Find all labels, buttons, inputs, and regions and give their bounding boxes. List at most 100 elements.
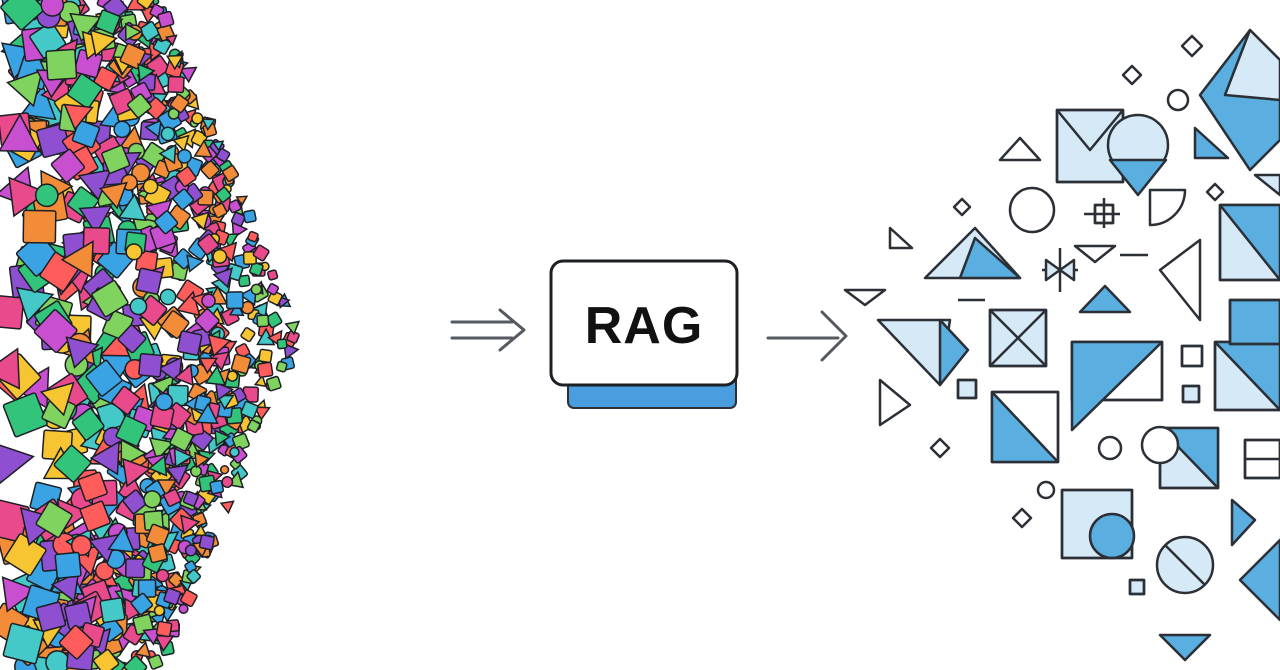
chaos-shape — [145, 523, 170, 548]
order-square — [1228, 298, 1280, 346]
chaos-shape — [229, 446, 240, 458]
chaos-shape — [215, 186, 232, 203]
chaos-shape — [212, 248, 228, 264]
chaos-shape — [173, 363, 194, 387]
order-triangle — [1158, 238, 1202, 322]
chaos-shape — [198, 534, 215, 551]
chaos-shape — [117, 192, 147, 222]
chaos-shape — [1, 576, 38, 613]
chaos-shape — [201, 293, 216, 309]
chaos-shape — [99, 597, 126, 624]
chaos-shape — [216, 148, 231, 163]
chaos-shape — [113, 120, 131, 139]
chaos-shape — [111, 385, 141, 415]
chaos-shape — [193, 139, 213, 158]
chaos-shape — [169, 93, 190, 114]
chaos-shape — [173, 447, 194, 469]
chaos-shape — [8, 176, 49, 218]
chaos-shape — [250, 283, 263, 296]
order-triangle — [1230, 498, 1257, 547]
chaos-shape — [167, 75, 185, 94]
chaos-shape — [134, 640, 152, 658]
chaos-shape — [165, 54, 185, 71]
order-circle — [1036, 480, 1056, 500]
order-circle — [1140, 425, 1180, 465]
order-triangle — [958, 236, 1022, 280]
chaos-shape — [163, 488, 182, 507]
chaos-shape — [194, 451, 211, 469]
chaos-shape — [207, 333, 232, 358]
chaos-shape — [247, 230, 259, 243]
chaos-shape — [22, 209, 57, 244]
order-square — [956, 378, 978, 400]
chaos-shape — [158, 143, 177, 165]
order-square — [1181, 384, 1201, 404]
chaos-shape — [117, 324, 147, 354]
chaos-shape — [129, 297, 148, 316]
chaos-shape — [121, 457, 152, 488]
order-square — [1213, 340, 1280, 412]
chaos-shape — [101, 144, 131, 174]
chaos-shape — [249, 261, 264, 277]
chaos-shape — [200, 160, 220, 180]
chaos-shape — [175, 166, 197, 188]
chaos-shape — [189, 465, 203, 478]
chaos-shape — [79, 500, 111, 532]
chaos-shape — [71, 407, 105, 441]
chaos-shape — [34, 183, 59, 208]
chaos-shape — [222, 164, 240, 182]
chaos-shape — [0, 441, 35, 485]
chaos-shape — [157, 10, 175, 28]
chaos-shape — [283, 342, 300, 360]
order-circle — [1097, 435, 1123, 461]
chaos-shape — [50, 571, 80, 603]
chaos-shape — [45, 48, 78, 81]
chaos-shape — [193, 523, 208, 537]
chaos-shape — [98, 181, 128, 210]
chaos-shape — [69, 12, 103, 43]
chaos-shape — [138, 352, 163, 378]
order-diamond — [1121, 64, 1143, 86]
chaos-shape — [211, 140, 225, 152]
chaos-shape — [253, 406, 271, 422]
order-triangle — [998, 136, 1042, 162]
chaos-shape — [266, 283, 280, 296]
chaos-shape — [130, 592, 154, 616]
chaos-shape — [147, 654, 164, 670]
chaos-shape — [127, 93, 152, 119]
chaos-shape — [155, 392, 174, 411]
chaos-shape — [216, 394, 235, 411]
chaos-shape — [191, 112, 204, 125]
order-triangle — [938, 318, 970, 387]
order-triangle — [1078, 284, 1132, 314]
chaos-shape — [204, 364, 227, 386]
order-triangle — [1193, 126, 1230, 160]
chaos-shape — [89, 440, 120, 476]
chaos-shape — [168, 572, 184, 588]
chaos-shape — [235, 195, 249, 207]
chaos-shape — [164, 34, 178, 47]
chaos-shape — [177, 148, 192, 164]
chaos-shape — [77, 168, 112, 202]
chaos-shape — [0, 347, 21, 390]
input-arrow-icon — [450, 308, 526, 352]
chaos-shape — [169, 427, 194, 452]
chaos-shape — [131, 163, 151, 183]
chaos-shape — [246, 419, 261, 433]
chaos-shape — [163, 587, 182, 606]
chaos-shape — [40, 0, 65, 17]
chaos-shape — [124, 558, 146, 579]
chaos-shape — [78, 205, 113, 236]
chaos-shape — [119, 42, 146, 70]
chaos-shape — [58, 624, 94, 660]
chaos-shape — [190, 211, 210, 231]
chaos-shape — [165, 464, 190, 486]
chaos-shape — [284, 320, 301, 336]
chaos-shape — [258, 348, 273, 364]
chaos-shape — [212, 202, 228, 219]
chaos-shape — [115, 415, 148, 447]
chaos-shape — [0, 294, 25, 330]
chaos-shape — [2, 392, 48, 438]
chaos-shape — [0, 0, 45, 31]
